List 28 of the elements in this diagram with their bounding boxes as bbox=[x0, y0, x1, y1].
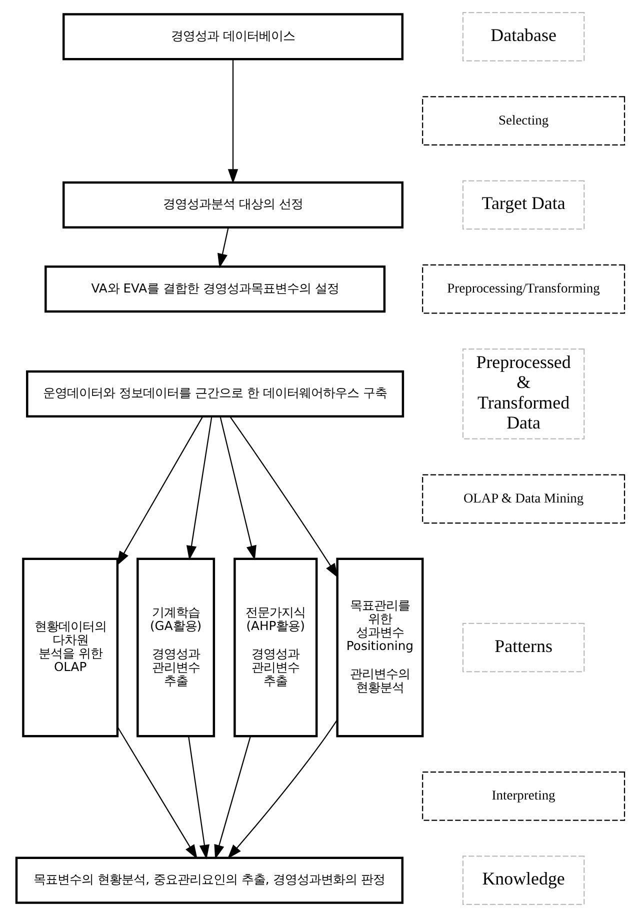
node-box: 현황데이터의 다차원 분석을 위한 OLAP bbox=[22, 558, 119, 738]
arrow bbox=[220, 416, 256, 560]
node-box: Interpreting bbox=[422, 772, 626, 821]
arrow bbox=[117, 726, 198, 860]
node-box: Preprocessed & Transformed Data bbox=[462, 348, 585, 440]
node-box: 목표변수의 현황분석, 중요관리요인의 추출, 경영성과변화의 판정 bbox=[15, 856, 404, 904]
arrow bbox=[186, 416, 212, 560]
node-box: OLAP & Data Mining bbox=[422, 474, 626, 524]
node-box: Target Data bbox=[462, 180, 585, 230]
node-box: Database bbox=[462, 12, 585, 62]
node-box: Selecting bbox=[422, 96, 626, 146]
arrow bbox=[218, 227, 229, 268]
node-box: VA와 EVA를 결합한 경영성과목표변수의 설정 bbox=[44, 266, 386, 313]
node-box: Knowledge bbox=[462, 856, 585, 905]
node-box: 기계학습 (GA활용) 경영성과 관리변수 추출 bbox=[136, 558, 216, 738]
node-box: 목표관리를 위한 성과변수 Positioning 관리변수의 현황분석 bbox=[336, 558, 424, 738]
node-box: Preprocessing/Transforming bbox=[422, 264, 626, 314]
node-box: Patterns bbox=[462, 622, 585, 672]
arrow bbox=[214, 736, 251, 860]
arrow bbox=[230, 416, 338, 578]
arrow bbox=[227, 720, 338, 859]
node-box: 운영데이터와 정보데이터를 근간으로 한 데이터웨어하우스 구축 bbox=[26, 370, 404, 418]
arrow bbox=[116, 416, 204, 566]
arrow bbox=[228, 59, 238, 184]
node-box: 전문가지식 (AHP활용) 경영성과 관리변수 추출 bbox=[234, 558, 318, 738]
node-box: 경영성과 데이터베이스 bbox=[62, 13, 404, 60]
arrow bbox=[188, 736, 210, 860]
node-box: 경영성과분석 대상의 선정 bbox=[62, 181, 404, 229]
